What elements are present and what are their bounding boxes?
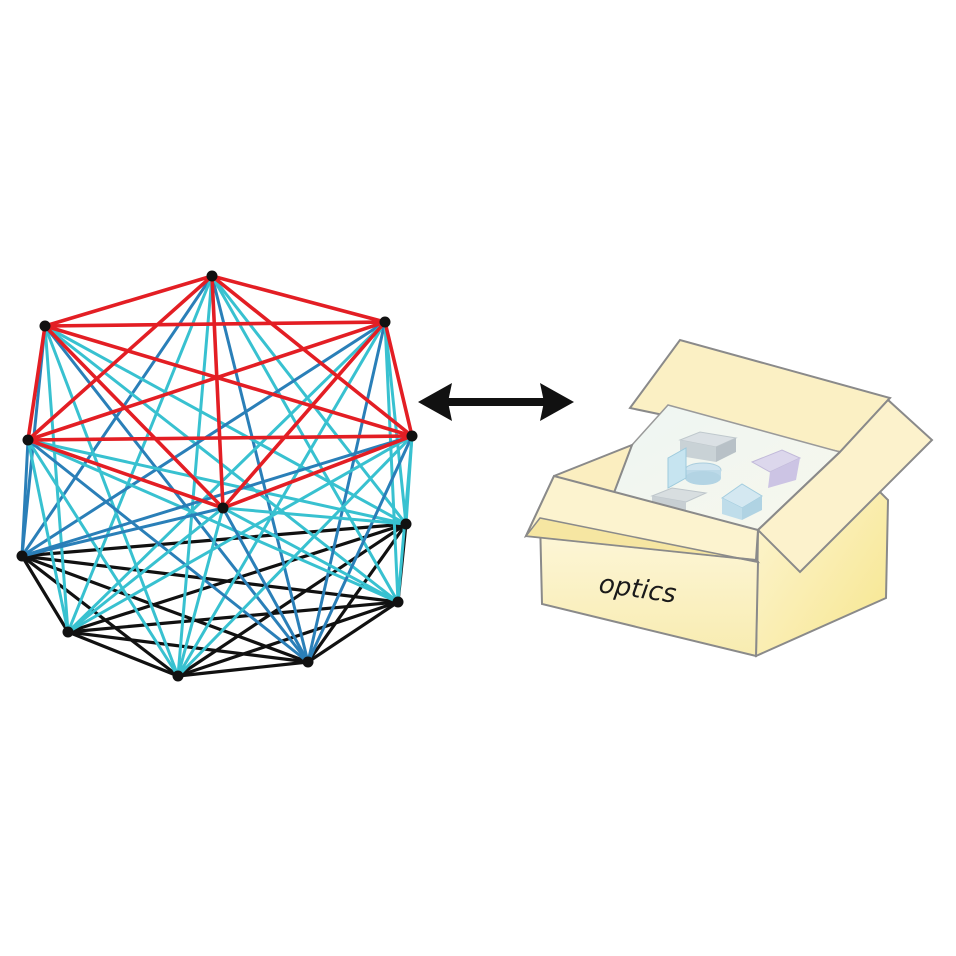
top-edge — [43, 324, 414, 438]
graph-vertex — [302, 656, 314, 668]
cross-edge — [176, 434, 414, 678]
graph-vertex — [400, 518, 412, 530]
graph-vertex — [62, 626, 74, 638]
cross-edge — [26, 438, 400, 604]
arrow-head-left — [418, 383, 452, 421]
top-edge — [43, 324, 225, 510]
graph-vertex — [406, 430, 418, 442]
arrow-head-right — [540, 383, 574, 421]
cross-edge — [306, 320, 387, 664]
cross-edge — [66, 274, 214, 634]
bottom-edge — [306, 600, 400, 664]
box-right-flap-outer — [756, 398, 934, 574]
top-edge — [26, 324, 47, 442]
open-box-icon: optics — [523, 338, 934, 658]
bottom-edge — [66, 600, 400, 634]
graph-vertex — [16, 550, 28, 562]
graph-vertex — [172, 670, 184, 682]
cross-edge — [66, 434, 414, 634]
cross-edge — [20, 434, 414, 558]
box-contents — [650, 431, 802, 520]
top-edges — [26, 274, 414, 510]
cross-edge — [221, 506, 310, 664]
top-edge — [26, 434, 414, 442]
bottom-edge — [20, 554, 70, 634]
cross-edge — [43, 324, 310, 664]
cross-edge — [26, 438, 70, 634]
cross-edge — [210, 274, 400, 604]
cross-edge — [383, 320, 400, 604]
top-edge — [43, 320, 387, 328]
bottom-edge — [66, 630, 310, 664]
top-edge — [26, 274, 214, 442]
graph-vertex — [379, 316, 391, 328]
bidirectional-arrow-icon — [418, 383, 574, 421]
cross-edge — [66, 506, 225, 634]
top-edge — [43, 274, 214, 328]
cross-edge — [176, 506, 225, 678]
bottom-edge — [176, 660, 310, 678]
cross-edge — [26, 438, 408, 526]
top-edge — [210, 274, 225, 510]
complete-graph-polytope — [16, 270, 418, 682]
graph-vertex — [217, 502, 229, 514]
cross-edge — [221, 506, 400, 604]
cross-edge — [210, 274, 310, 664]
cross-edge — [176, 320, 387, 678]
prism-icon — [750, 449, 802, 488]
cross-edge — [306, 434, 414, 664]
top-edge — [26, 320, 387, 442]
cube-icon — [678, 431, 738, 462]
cross-edge — [221, 506, 408, 526]
bottom-edge — [306, 522, 408, 664]
bottom-edge — [20, 554, 180, 678]
graph-vertex — [22, 434, 34, 446]
bottom-edge — [20, 554, 400, 604]
cross-edge — [20, 506, 225, 558]
top-edge — [26, 438, 225, 510]
bottom-edge — [66, 630, 180, 678]
top-edge — [210, 274, 387, 324]
top-edge — [210, 274, 414, 438]
top-edge — [221, 320, 387, 510]
cross-edge — [404, 434, 414, 526]
triangular-prism-icon — [721, 483, 763, 520]
graph-vertex — [392, 596, 404, 608]
cross-edge — [43, 324, 180, 678]
cross-edge — [26, 438, 180, 678]
graph-vertices — [16, 270, 418, 682]
top-edge — [221, 434, 414, 510]
bottom-edge — [176, 600, 400, 678]
cross-edge — [20, 438, 30, 558]
middle-edges — [20, 274, 414, 678]
lens-icon — [667, 447, 722, 489]
bottom-edge — [20, 554, 310, 664]
cross-edge — [210, 274, 408, 526]
graph-vertex — [39, 320, 51, 332]
graph-vertex — [206, 270, 218, 282]
top-edge — [383, 320, 414, 438]
cross-edge — [43, 324, 70, 634]
box-front-flap-band — [524, 517, 761, 564]
